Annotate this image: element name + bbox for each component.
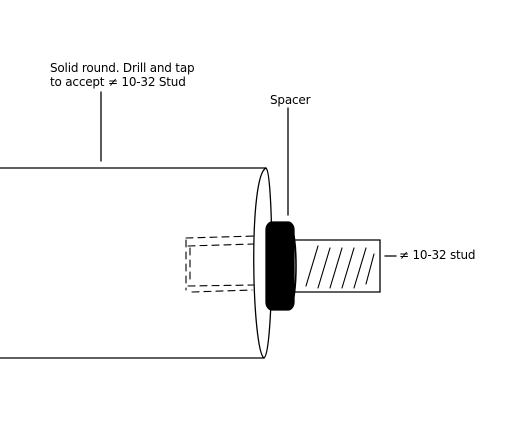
spacer-block bbox=[265, 221, 295, 311]
spacer-label: Spacer bbox=[270, 93, 311, 107]
rod-note-line2: to accept ≠ 10-32 Stud bbox=[50, 75, 186, 89]
rod-note-line1: Solid round. Drill and tap bbox=[50, 61, 195, 75]
tapped-hole-hidden-lines bbox=[185, 235, 257, 293]
rod-end-face bbox=[253, 167, 273, 359]
stud-thread-hatch bbox=[305, 245, 375, 289]
spacer-rim bbox=[289, 223, 297, 309]
stud-label: ≠ 10-32 stud bbox=[399, 248, 476, 262]
